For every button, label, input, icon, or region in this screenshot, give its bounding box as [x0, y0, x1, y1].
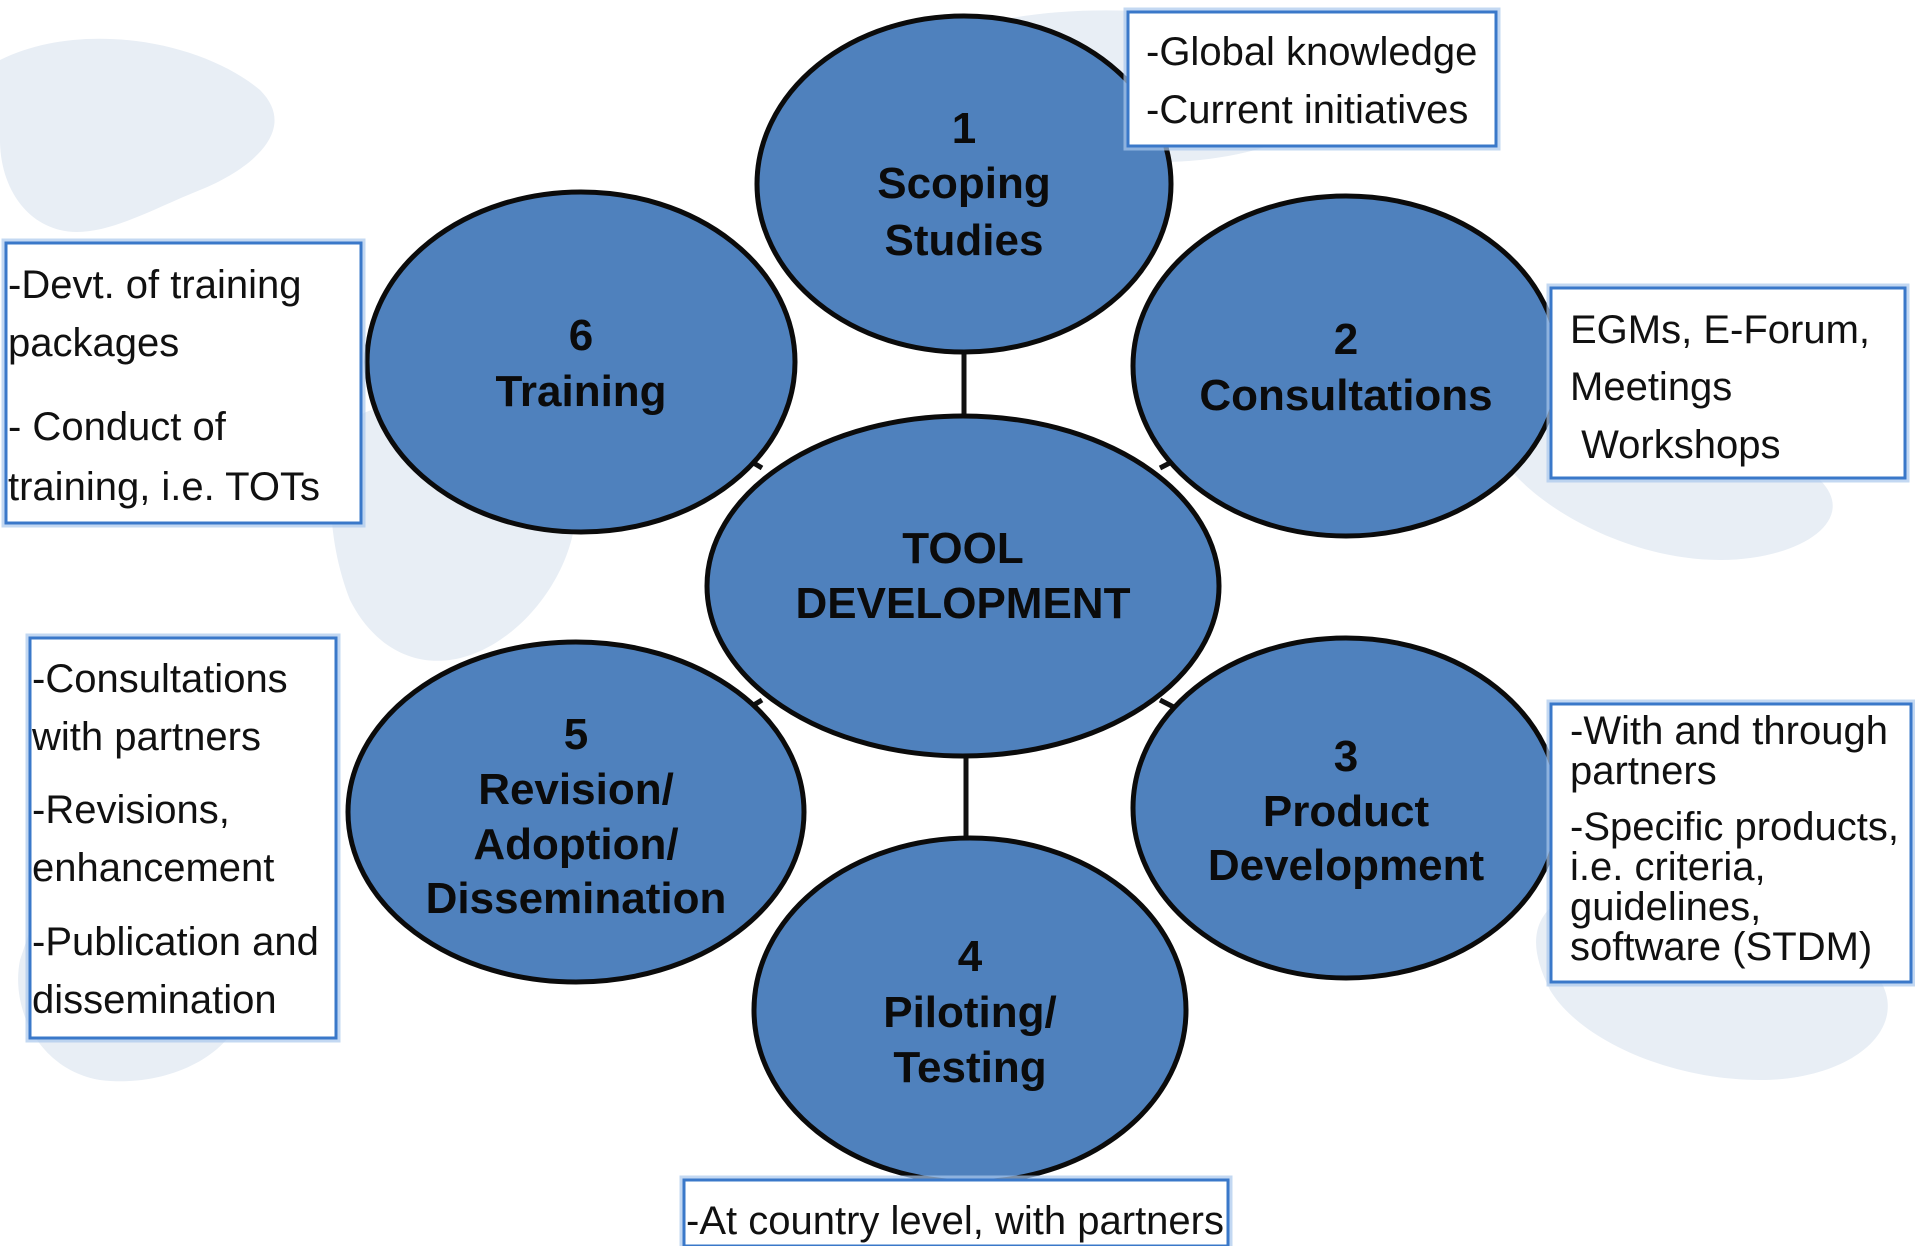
note-2-line1: EGMs, E-Forum,: [1570, 308, 1870, 352]
node-4: 4 Piloting/ Testing: [751, 835, 1189, 1185]
node-6-number: 6: [569, 311, 593, 360]
node-4-label-line1: Piloting/: [883, 988, 1057, 1037]
note-6: -Devt. of training packages - Conduct of…: [1, 238, 366, 528]
node-5-label-line3: Dissemination: [426, 874, 727, 923]
node-6-shape: [364, 189, 798, 535]
node-center: TOOL DEVELOPMENT: [704, 413, 1222, 759]
node-3-number: 3: [1334, 732, 1358, 781]
node-2-label-line1: Consultations: [1199, 371, 1492, 420]
node-1-label-line2: Studies: [885, 216, 1044, 265]
note-2: EGMs, E-Forum, Meetings Workshops: [1546, 283, 1910, 483]
note-3-line3: -Specific products,: [1570, 805, 1899, 849]
node-5: 5 Revision/ Adoption/ Dissemination: [345, 639, 807, 985]
node-5-label-line2: Adoption/: [473, 820, 678, 869]
note-5-line5: -Publication and: [32, 920, 319, 964]
note-3-box: [1549, 702, 1913, 984]
note-5-box: [28, 636, 338, 1040]
node-2-number: 2: [1334, 315, 1358, 364]
node-5-label-line1: Revision/: [478, 765, 674, 814]
note-5: -Consultations with partners -Revisions,…: [25, 633, 341, 1043]
node-1-shape: [754, 13, 1174, 355]
note-4-box: [682, 1178, 1230, 1246]
node-1-number: 1: [952, 104, 976, 153]
note-6-line1: -Devt. of training: [8, 263, 301, 307]
node-2-shape: [1130, 193, 1562, 539]
note-5-line2: with partners: [31, 715, 261, 759]
note-5-line4: enhancement: [32, 846, 274, 890]
note-5-line3: -Revisions,: [32, 788, 230, 832]
note-3-line1: -With and through: [1570, 709, 1888, 753]
note-3: -With and through partners -Specific pro…: [1546, 699, 1915, 987]
node-3-label-line2: Development: [1208, 841, 1485, 890]
node-3: 3 Product Development: [1130, 635, 1562, 981]
note-1-line1: -Global knowledge: [1146, 30, 1477, 74]
note-5-line6: dissemination: [32, 978, 277, 1022]
node-6: 6 Training: [364, 189, 798, 535]
note-1-line2: -Current initiatives: [1146, 88, 1468, 132]
note-6-line2: packages: [8, 321, 179, 365]
note-2-line3: Workshops: [1570, 423, 1780, 467]
note-6-box: [4, 241, 363, 525]
note-3-line2: partners: [1570, 749, 1717, 793]
note-4: -At country level, with partners: [679, 1175, 1233, 1246]
node-1: 1 Scoping Studies: [754, 13, 1174, 355]
note-6-line4: training, i.e. TOTs: [8, 465, 320, 509]
note-3-line6: software (STDM): [1570, 925, 1872, 969]
note-4-line1: -At country level, with partners: [686, 1199, 1224, 1243]
node-center-shape: [704, 413, 1222, 759]
node-6-label-line1: Training: [495, 367, 666, 416]
note-1: -Global knowledge -Current initiatives: [1123, 7, 1501, 151]
node-3-label-line1: Product: [1263, 787, 1430, 836]
node-4-number: 4: [958, 932, 983, 981]
note-3-line5: guidelines,: [1570, 885, 1761, 929]
node-2: 2 Consultations: [1130, 193, 1562, 539]
node-1-label-line1: Scoping: [877, 159, 1051, 208]
note-3-line4: i.e. criteria,: [1570, 845, 1766, 889]
note-5-line1: -Consultations: [32, 657, 288, 701]
note-2-line2: Meetings: [1570, 365, 1732, 409]
note-6-line3: - Conduct of: [8, 405, 227, 449]
note-1-box: [1126, 10, 1498, 148]
node-center-label-line1: TOOL: [902, 524, 1023, 573]
note-2-box: [1549, 286, 1907, 480]
node-center-label-line2: DEVELOPMENT: [796, 579, 1131, 628]
node-5-shape: [345, 639, 807, 985]
node-5-number: 5: [564, 710, 588, 759]
node-4-label-line2: Testing: [893, 1043, 1046, 1092]
